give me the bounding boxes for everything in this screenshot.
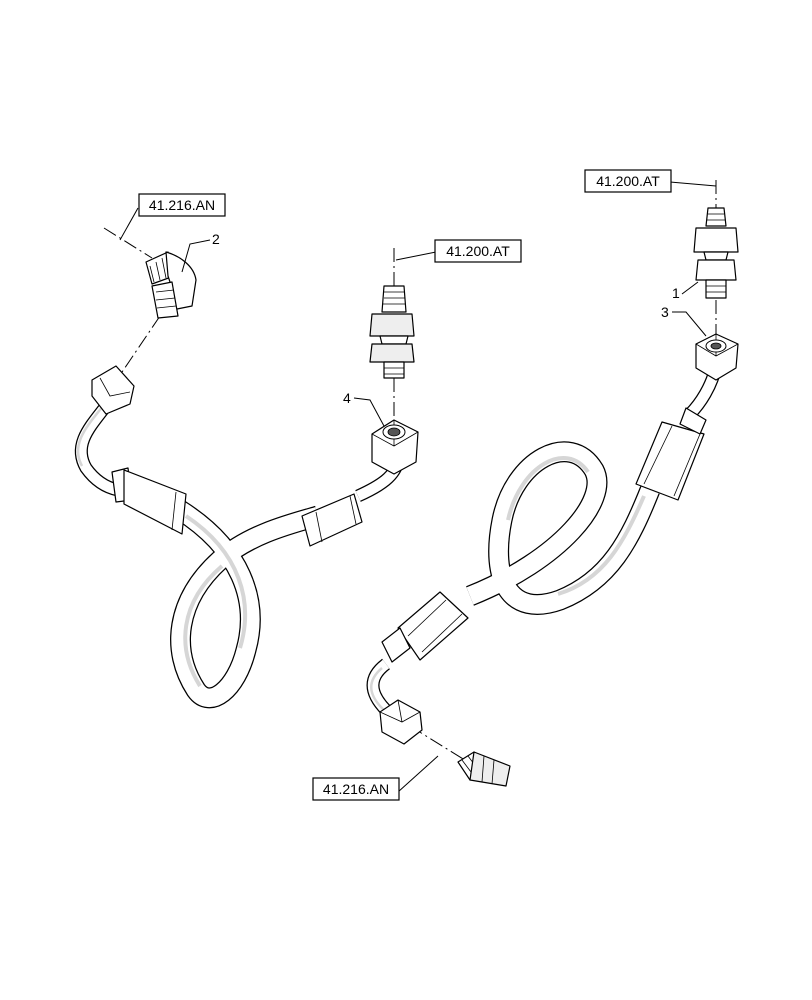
leader-item-3: [672, 311, 707, 337]
leader-item-4: [353, 397, 385, 427]
center-lines: [103, 180, 717, 763]
leader-lines: [119, 181, 717, 793]
ref-box-top-left[interactable]: 41.216.AN: [138, 193, 226, 217]
leader-bottom-center-ref: [397, 755, 439, 793]
leader-top-left-ref: [119, 207, 139, 241]
item-number-3: 3: [661, 304, 669, 320]
leader-item-2: [181, 239, 211, 273]
ref-box-top-center[interactable]: 41.200.AT: [434, 239, 522, 263]
item-number-1: 1: [672, 285, 680, 301]
ref-label-top-center: 41.200.AT: [446, 243, 510, 259]
ref-label-top-right: 41.200.AT: [596, 173, 660, 189]
centerline-elbow-to-hose: [117, 315, 161, 379]
bottom-fitting: [457, 751, 511, 787]
left-hose-assembly: [74, 365, 419, 709]
item-number-2: 2: [212, 231, 220, 247]
center-adapter: [369, 285, 415, 379]
leader-top-center-ref: [395, 251, 437, 261]
ref-box-top-right[interactable]: 41.200.AT: [584, 169, 672, 193]
leader-top-right-ref: [669, 181, 717, 187]
ref-label-bottom-center: 41.216.AN: [323, 781, 389, 797]
item-number-4: 4: [343, 390, 351, 406]
right-adapter: [693, 207, 739, 299]
leader-item-1: [681, 281, 699, 295]
ref-box-bottom-center[interactable]: 41.216.AN: [312, 777, 400, 801]
right-hose-assembly: [366, 333, 739, 745]
ref-label-top-left: 41.216.AN: [149, 197, 215, 213]
centerline-elbow-top: [103, 227, 153, 259]
elbow-fitting: [145, 251, 197, 319]
